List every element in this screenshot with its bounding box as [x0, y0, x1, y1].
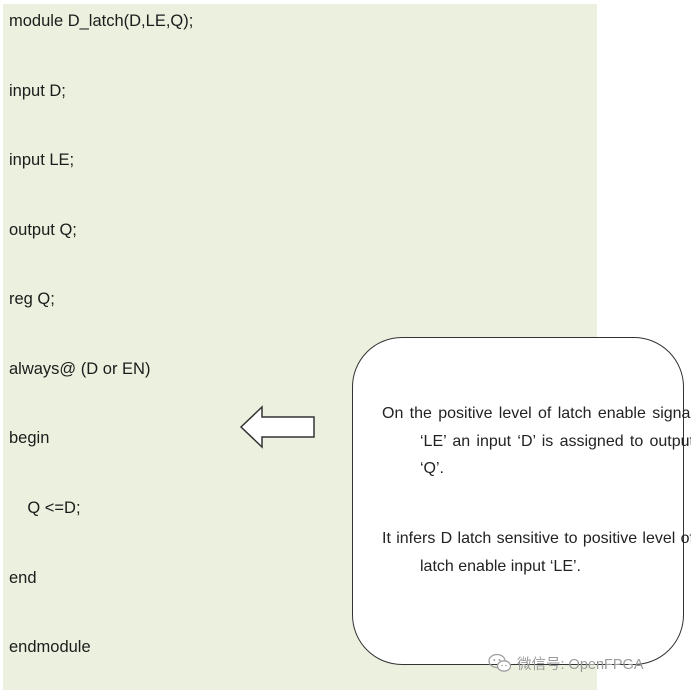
- code-line-begin: begin: [9, 429, 50, 447]
- code-line-module: module D_latch(D,LE,Q);: [9, 12, 194, 30]
- code-line-end: end: [9, 569, 37, 587]
- watermark: 微信号: OpenFPGA: [488, 650, 688, 676]
- code-line-input-d: input D;: [9, 82, 66, 100]
- code-line-assign: Q <=D;: [9, 499, 81, 517]
- code-line-output-q: output Q;: [9, 221, 77, 239]
- watermark-text: 微信号: OpenFPGA: [517, 656, 644, 673]
- left-arrow-icon: [239, 405, 315, 449]
- callout-paragraph-2: It infers D latch sensitive to positive …: [382, 530, 691, 575]
- code-line-always: always@ (D or EN): [9, 360, 151, 378]
- callout-paragraph-1: On the positive level of latch enable si…: [382, 405, 691, 477]
- code-line-endmodule: endmodule: [9, 638, 91, 656]
- wechat-icon: [488, 653, 512, 672]
- code-line-reg-q: reg Q;: [9, 290, 55, 308]
- code-line-input-le: input LE;: [9, 151, 75, 169]
- explanation-callout: On the positive level of latch enable si…: [352, 337, 691, 665]
